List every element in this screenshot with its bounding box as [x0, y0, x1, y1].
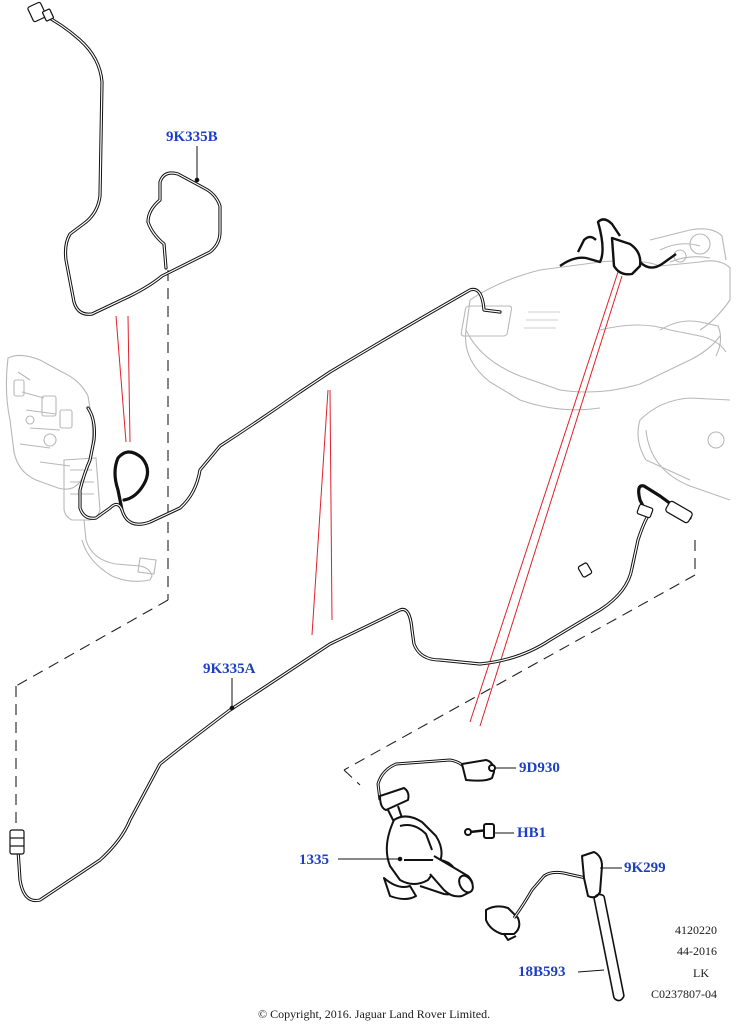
illustration-number: 4120220 — [675, 923, 717, 937]
dashed-leaders — [15, 270, 696, 830]
callout-1335: 1335 — [299, 852, 329, 868]
callout-18b593: 18B593 — [518, 964, 566, 980]
callout-9k299: 9K299 — [624, 860, 666, 876]
pipe-9k335b-end-connector — [27, 1, 55, 23]
pipe-middle-run-inner — [79, 288, 501, 525]
red-reference-lines — [115, 271, 623, 727]
illustration-code: C0237807-04 — [651, 987, 717, 1001]
pipe-9k335b — [40, 12, 222, 316]
illustration-date: 44-2016 — [677, 944, 717, 958]
callout-9d930: 9D930 — [519, 760, 560, 776]
callout-9k335a: 9K335A — [203, 661, 256, 677]
pipe-middle-run — [78, 287, 502, 526]
callout-9k335b: 9K335B — [166, 129, 218, 145]
right-tank-assembly — [460, 228, 731, 501]
tank-connector-cluster — [559, 218, 677, 276]
callout-leaders — [194, 146, 622, 973]
left-pump-assembly — [5, 354, 157, 582]
pipe-9k335b-inner — [41, 13, 221, 315]
illustration-author: LK — [693, 966, 709, 980]
callout-hb1: HB1 — [517, 825, 547, 841]
pipe-9k335a-inner — [17, 515, 649, 902]
pipe-9k335a-fittings — [9, 500, 693, 855]
lower-valve-assembly — [376, 758, 625, 1002]
copyright-footer: © Copyright, 2016. Jaguar Land Rover Lim… — [258, 1007, 491, 1021]
pipe-9k335a — [16, 484, 692, 903]
